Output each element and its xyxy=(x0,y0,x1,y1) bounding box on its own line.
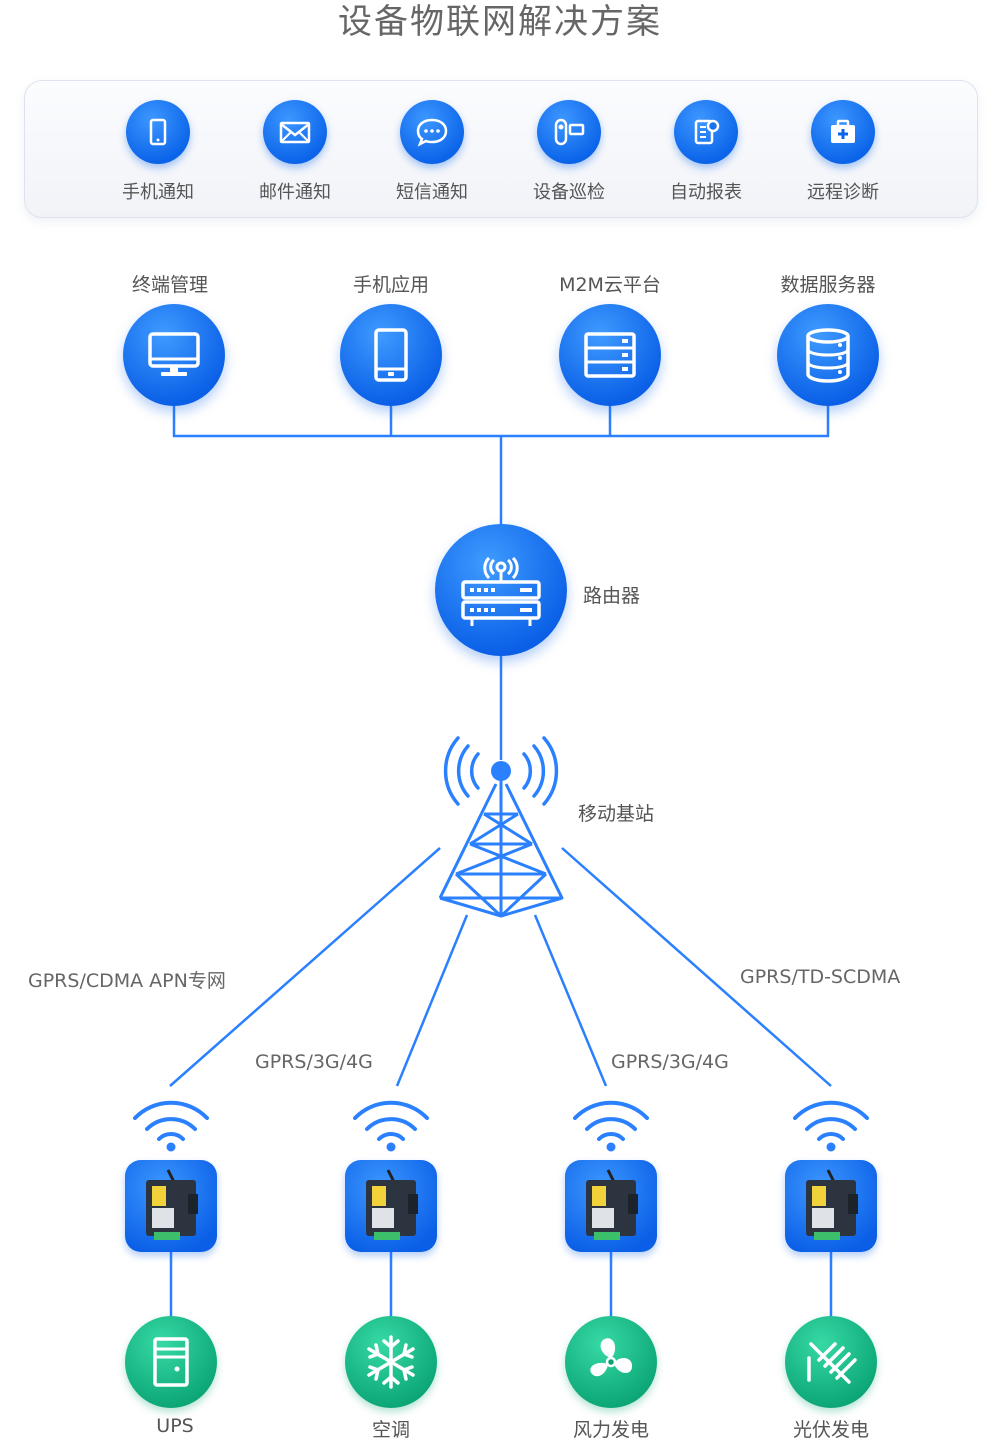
cell-tower-icon[interactable] xyxy=(430,732,572,924)
platform-label: 终端管理 xyxy=(131,274,208,296)
service-remote-diagnosis[interactable]: 远程诊断 xyxy=(783,100,903,204)
network-label-right-inner: GPRS/3G/4G xyxy=(611,1051,729,1073)
router-icon xyxy=(461,556,541,626)
device-label: 光伏发电 xyxy=(792,1419,869,1441)
phone-icon xyxy=(126,100,190,164)
device-air-conditioner[interactable] xyxy=(345,1316,437,1408)
device-label: 空调 xyxy=(371,1419,410,1441)
network-label-right-outer: GPRS/TD-SCDMA xyxy=(740,966,901,988)
dtu-modem[interactable] xyxy=(785,1160,877,1252)
database-icon xyxy=(806,328,850,383)
device-wind-power[interactable] xyxy=(565,1316,657,1408)
dtu-modem-icon xyxy=(586,1169,638,1240)
tower-label: 移动基站 xyxy=(578,803,655,825)
wifi-icon xyxy=(133,1100,209,1152)
platform-m2m-cloud[interactable] xyxy=(559,304,661,406)
dtu-modem[interactable] xyxy=(345,1160,437,1252)
snowflake-icon xyxy=(367,1335,415,1389)
wifi-icon xyxy=(573,1100,649,1152)
network-label-left-inner: GPRS/3G/4G xyxy=(255,1051,373,1073)
medical-kit-icon xyxy=(811,100,875,164)
fan-icon xyxy=(590,1338,633,1377)
service-phone-notify[interactable]: 手机通知 xyxy=(98,100,218,204)
dtu-modem[interactable] xyxy=(565,1160,657,1252)
monitor-icon xyxy=(148,332,200,376)
platform-mobile-app[interactable] xyxy=(340,304,442,406)
service-label: 自动报表 xyxy=(670,182,742,203)
chat-icon xyxy=(400,100,464,164)
service-auto-report[interactable]: 自动报表 xyxy=(646,100,766,204)
mail-icon xyxy=(263,100,327,164)
ups-icon xyxy=(153,1337,189,1387)
page-title: 设备物联网解决方案 xyxy=(338,2,662,42)
camera-icon xyxy=(537,100,601,164)
platform-data-server[interactable] xyxy=(777,304,879,406)
device-label: UPS xyxy=(156,1415,194,1437)
service-inspection[interactable]: 设备巡检 xyxy=(509,100,629,204)
service-label: 短信通知 xyxy=(396,182,468,203)
dtu-modem-icon xyxy=(366,1169,418,1240)
service-label: 邮件通知 xyxy=(259,182,331,203)
service-label: 手机通知 xyxy=(122,182,194,203)
report-icon xyxy=(674,100,738,164)
dtu-modem-icon xyxy=(146,1169,198,1240)
network-label-left-outer: GPRS/CDMA APN专网 xyxy=(28,970,226,992)
wifi-icon xyxy=(353,1100,429,1152)
tablet-icon xyxy=(374,328,408,382)
platform-label: 手机应用 xyxy=(352,274,429,296)
dtu-modem-icon xyxy=(806,1169,858,1240)
device-solar-power[interactable] xyxy=(785,1316,877,1408)
server-rack-icon xyxy=(584,332,636,378)
wifi-icon xyxy=(793,1100,869,1152)
router-label: 路由器 xyxy=(583,585,641,607)
platform-label: M2M云平台 xyxy=(559,274,661,296)
router-node[interactable] xyxy=(435,524,567,656)
platform-label: 数据服务器 xyxy=(780,274,876,296)
service-label: 远程诊断 xyxy=(807,182,879,203)
service-sms-notify[interactable]: 短信通知 xyxy=(372,100,492,204)
service-mail-notify[interactable]: 邮件通知 xyxy=(235,100,355,204)
dtu-modem[interactable] xyxy=(125,1160,217,1252)
device-ups[interactable] xyxy=(125,1316,217,1408)
platform-terminal-management[interactable] xyxy=(123,304,225,406)
solar-panel-icon xyxy=(807,1342,857,1384)
device-label: 风力发电 xyxy=(572,1419,649,1441)
service-label: 设备巡检 xyxy=(533,182,605,203)
